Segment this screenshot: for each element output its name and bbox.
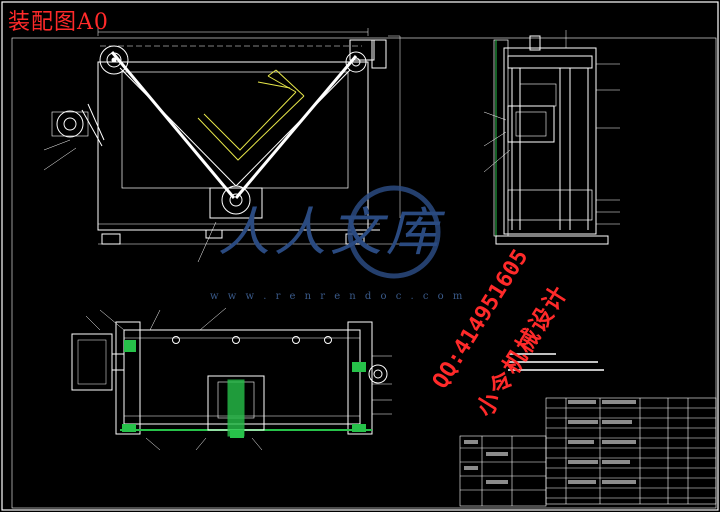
parts-list-table bbox=[545, 397, 717, 505]
technical-notes bbox=[508, 353, 604, 371]
side-view bbox=[483, 30, 620, 245]
inner-frame bbox=[11, 37, 717, 509]
pulley-icon bbox=[368, 364, 388, 384]
bolt-icon bbox=[172, 336, 332, 344]
top-view bbox=[71, 307, 392, 451]
pulley-icon bbox=[345, 51, 367, 73]
watermark-url: w w w . r e n r e n d o c . c o m bbox=[210, 291, 466, 302]
motor-icon bbox=[51, 103, 105, 147]
drawing-title: 装配图A0 bbox=[8, 10, 109, 35]
tray-outline bbox=[197, 69, 305, 161]
table-fill bbox=[464, 400, 636, 484]
motor-icon bbox=[71, 333, 124, 391]
watermark-ring bbox=[347, 185, 441, 279]
pulley-icon bbox=[209, 185, 263, 219]
watermark-logo: 人人文库 bbox=[218, 203, 443, 263]
front-view bbox=[43, 28, 401, 263]
title-block bbox=[459, 435, 547, 507]
pulley-icon bbox=[99, 45, 129, 75]
